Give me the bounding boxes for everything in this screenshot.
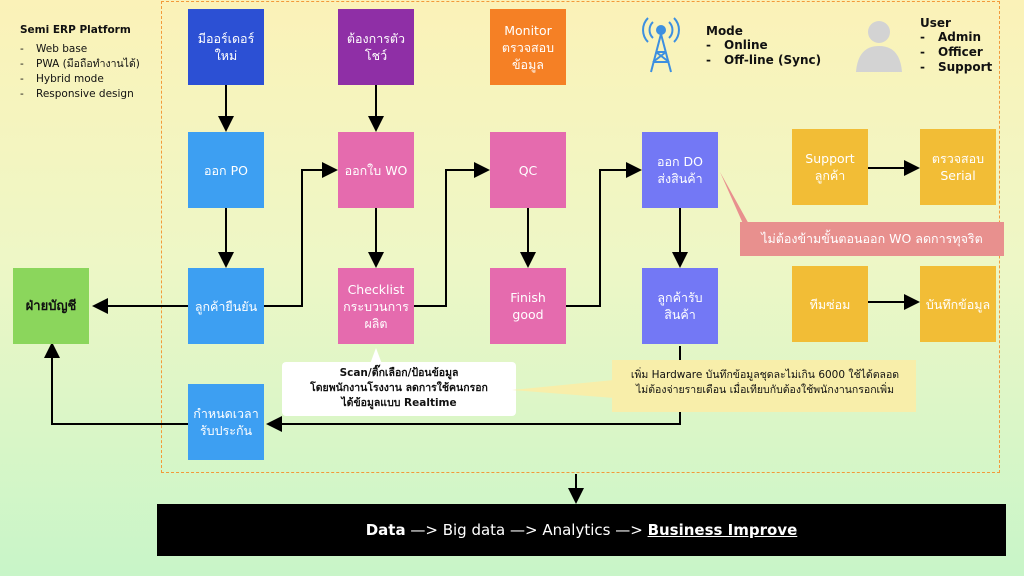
box-accounting: ฝ่ายบัญชี: [13, 268, 89, 344]
pipeline-label: —> Big data —> Analytics —>: [405, 521, 648, 539]
box-warranty: กำหนดเวลา รับประกัน: [188, 384, 264, 460]
feature-item: Web base: [20, 42, 140, 57]
antenna-icon: [642, 17, 680, 73]
box-issue-do: ออก DO ส่งสินค้า: [642, 132, 718, 208]
user-title: User: [920, 16, 951, 30]
scan-callout: Scan/ติ๊กเลือก/ป้อนข้อมูล โดยพนักงานโรงง…: [310, 367, 488, 409]
mode-item: Online: [706, 38, 821, 53]
feature-item: PWA (มือถือทำงานได้): [20, 57, 140, 72]
scan-callout-shape: [282, 348, 516, 416]
mode-legend: Mode Online Off-line (Sync): [706, 24, 821, 68]
business-improve-label: Business Improve: [647, 521, 798, 539]
skip-wo-callout-shape: [718, 170, 1004, 256]
box-support: Support ลูกค้า: [792, 129, 868, 205]
arrow-finish-do: [566, 162, 642, 307]
user-item: Admin: [920, 30, 992, 45]
skip-wo-callout: ไม่ต้องข้ามขั้นตอนออก WO ลดการทุจริต: [761, 231, 983, 246]
box-want-show: ต้องการตัว โชว์: [338, 9, 414, 85]
box-check-serial: ตรวจสอบ Serial: [920, 129, 996, 205]
user-legend: User Admin Officer Support: [920, 16, 992, 75]
arrow-warranty-accounting: [44, 342, 188, 425]
arrow-checklist-qc: [414, 162, 490, 307]
mode-title: Mode: [706, 24, 743, 38]
data-analytics-bar: Data —> Big data —> Analytics —> Busines…: [157, 504, 1006, 556]
user-item: Officer: [920, 45, 992, 60]
box-new-order: มีออร์เดอร์ ใหม่: [188, 9, 264, 85]
box-repair-team: ทีมซ่อม: [792, 266, 868, 342]
box-record-data: บันทึกข้อมูล: [920, 266, 996, 342]
hardware-callout: เพิ่ม Hardware บันทึกข้อมูลชุดละไม่เกิน …: [630, 369, 900, 396]
box-monitor: Monitor ตรวจสอบ ข้อมูล: [490, 9, 566, 85]
mode-item: Off-line (Sync): [706, 53, 821, 68]
data-label: Data: [365, 521, 406, 539]
platform-features: Semi ERP Platform Web base PWA (มือถือทำ…: [20, 24, 140, 102]
arrow-confirm-wo: [264, 162, 338, 307]
user-silhouette-icon: [856, 21, 902, 72]
box-issue-po: ออก PO: [188, 132, 264, 208]
feature-item: Hybrid mode: [20, 72, 140, 87]
platform-title: Semi ERP Platform: [20, 24, 131, 36]
feature-item: Responsive design: [20, 87, 140, 102]
box-customer-receive: ลูกค้ารับ สินค้า: [642, 268, 718, 344]
box-finish-good: Finish good: [490, 268, 566, 344]
hardware-callout-shape: [512, 360, 916, 412]
box-issue-wo: ออกใบ WO: [338, 132, 414, 208]
box-customer-confirm: ลูกค้ายืนยัน: [188, 268, 264, 344]
box-qc: QC: [490, 132, 566, 208]
user-item: Support: [920, 60, 992, 75]
box-checklist: Checklist กระบวนการ ผลิต: [338, 268, 414, 344]
